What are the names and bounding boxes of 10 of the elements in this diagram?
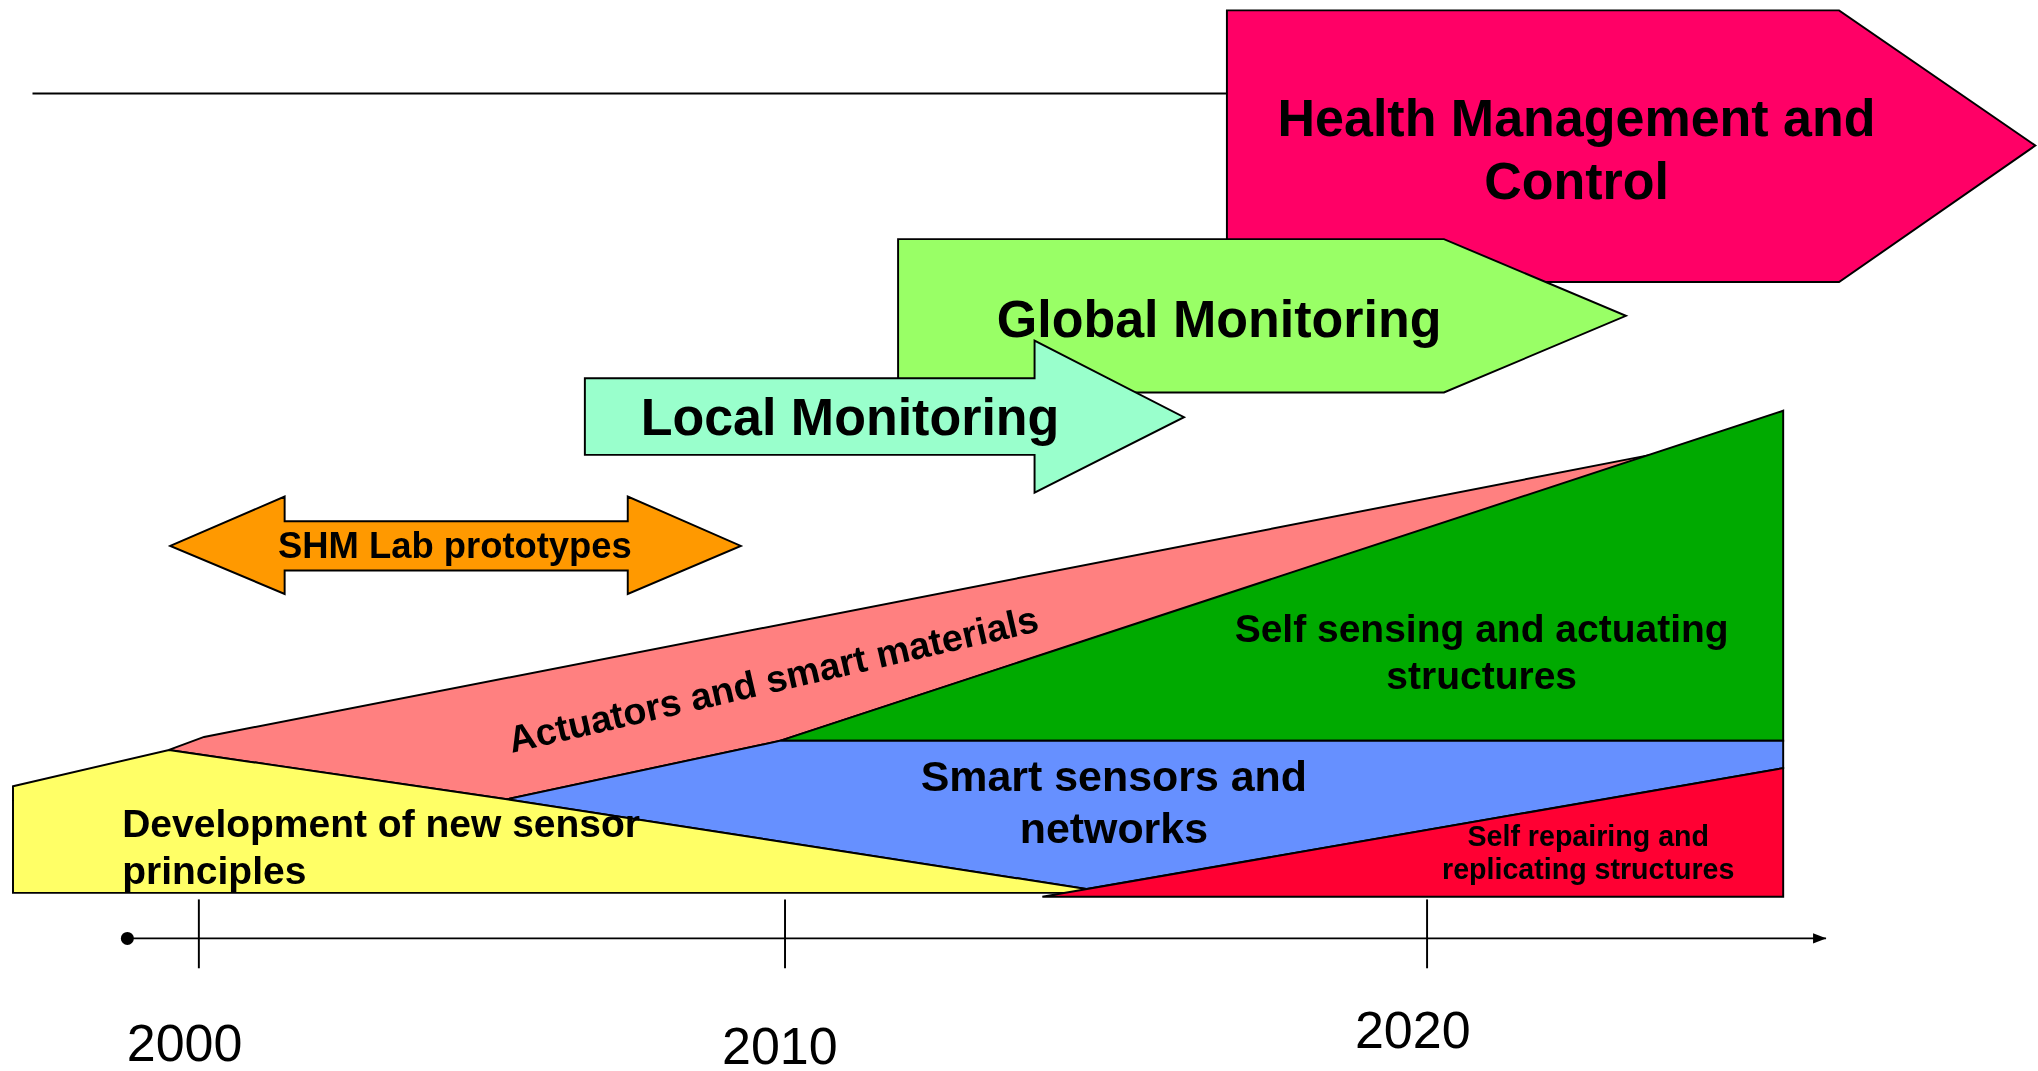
stage-label: SHM Lab prototypes [276, 524, 633, 568]
stage-label: Self sensing and actuating structures [1233, 605, 1730, 699]
stage-label: Global Monitoring [995, 288, 1443, 350]
year-label: 2010 [721, 1017, 839, 1071]
stage-label: Health Management and Control [1276, 88, 1877, 212]
stage-label: Development of new sensor principles [122, 800, 641, 894]
stage-label: Local Monitoring [639, 387, 1061, 448]
year-label: 2000 [125, 1014, 244, 1071]
stage-label: Self repairing and replicating structures [1441, 819, 1736, 889]
year-label: 2020 [1353, 1001, 1472, 1060]
